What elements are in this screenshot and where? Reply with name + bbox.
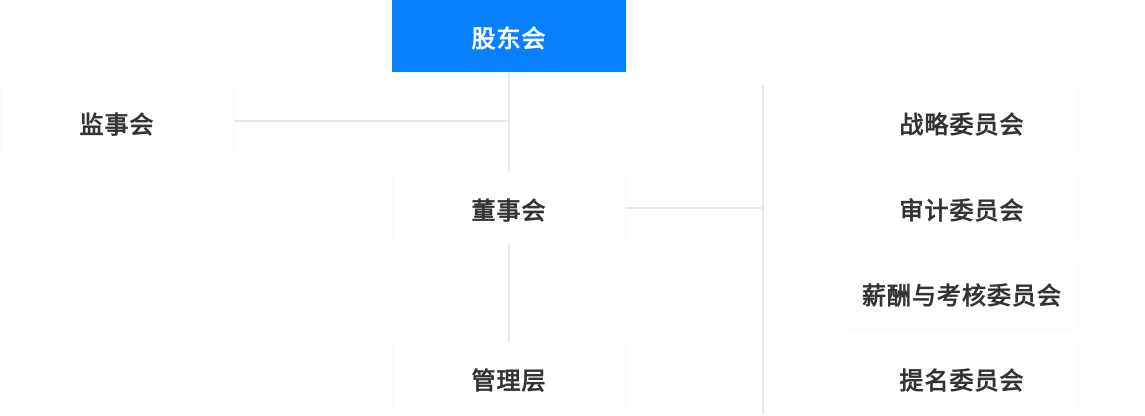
node-strategy-committee: 战略委员会 <box>845 86 1079 158</box>
node-management: 管理层 <box>392 342 626 414</box>
node-board-of-directors: 董事会 <box>392 172 626 244</box>
node-remuneration-appraisal-committee: 薪酬与考核委员会 <box>845 257 1079 329</box>
connector-root-to-directors <box>508 72 510 171</box>
connector-directors-to-committee-trunk <box>626 207 763 209</box>
connector-supervisory-branch <box>234 120 508 122</box>
node-audit-committee: 审计委员会 <box>845 172 1079 244</box>
node-shareholders-meeting: 股东会 <box>392 0 626 72</box>
connector-directors-to-management <box>508 243 510 342</box>
node-nomination-committee: 提名委员会 <box>845 342 1079 414</box>
connector-committee-trunk <box>762 85 764 414</box>
node-supervisory-board: 监事会 <box>0 86 234 158</box>
